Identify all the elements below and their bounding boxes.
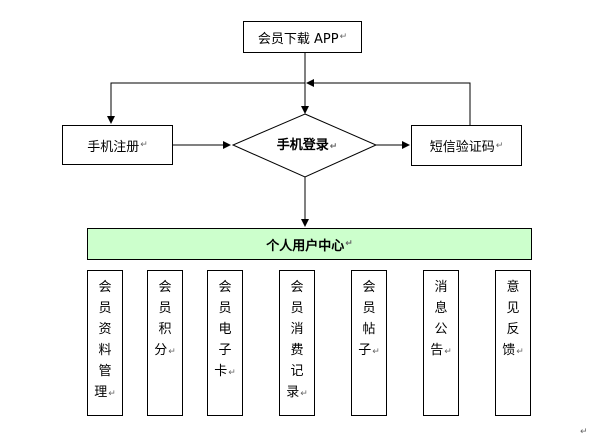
personal-center-node: 个人用户中心↵ [87, 228, 532, 260]
feature-box-member-profile: 会员资料管理↵ [87, 270, 123, 416]
paragraph-mark: ↵ [140, 140, 148, 150]
sms-code-label: 短信验证码 [429, 140, 495, 155]
phone-register-label: 手机注册 [87, 139, 140, 155]
feature-box-member-posts: 会员帖子↵ [351, 270, 387, 416]
feature-label: 意见反馈↵ [502, 280, 524, 358]
phone-register-node: 手机注册↵ [62, 125, 173, 165]
feature-label: 会员资料管理↵ [94, 280, 116, 400]
app-download-node: 会员下载 APP↵ [243, 21, 362, 53]
feature-box-feedback: 意见反馈↵ [495, 270, 531, 416]
phone-login-label: 手机登录 [276, 138, 329, 153]
arrow-sms-loop [306, 79, 471, 125]
paragraph-mark: ↵ [339, 32, 348, 42]
personal-center-label: 个人用户中心 [266, 238, 345, 254]
sms-code-node: 短信验证码↵ [411, 125, 522, 166]
feature-label: 会员帖子↵ [358, 280, 380, 358]
feature-label: 会员积分↵ [154, 280, 176, 358]
arrow-to-register [107, 82, 305, 124]
feature-box-member-card: 会员电子卡↵ [207, 270, 243, 416]
feature-label: 会员电子卡↵ [214, 280, 236, 379]
feature-box-consumption-records: 会员消费记录↵ [279, 270, 315, 416]
paragraph-mark: ↵ [345, 239, 353, 249]
end-paragraph-mark: ↵ [580, 427, 588, 437]
phone-login-node: 手机登录↵ [262, 134, 352, 153]
app-download-label: 会员下载 APP [257, 31, 339, 47]
feature-label: 会员消费记录↵ [286, 280, 308, 400]
feature-label: 消息公告↵ [430, 280, 452, 358]
paragraph-mark: ↵ [495, 140, 504, 151]
paragraph-mark: ↵ [329, 142, 338, 152]
feature-box-member-points: 会员积分↵ [147, 270, 183, 416]
feature-box-announcements: 消息公告↵ [423, 270, 459, 416]
